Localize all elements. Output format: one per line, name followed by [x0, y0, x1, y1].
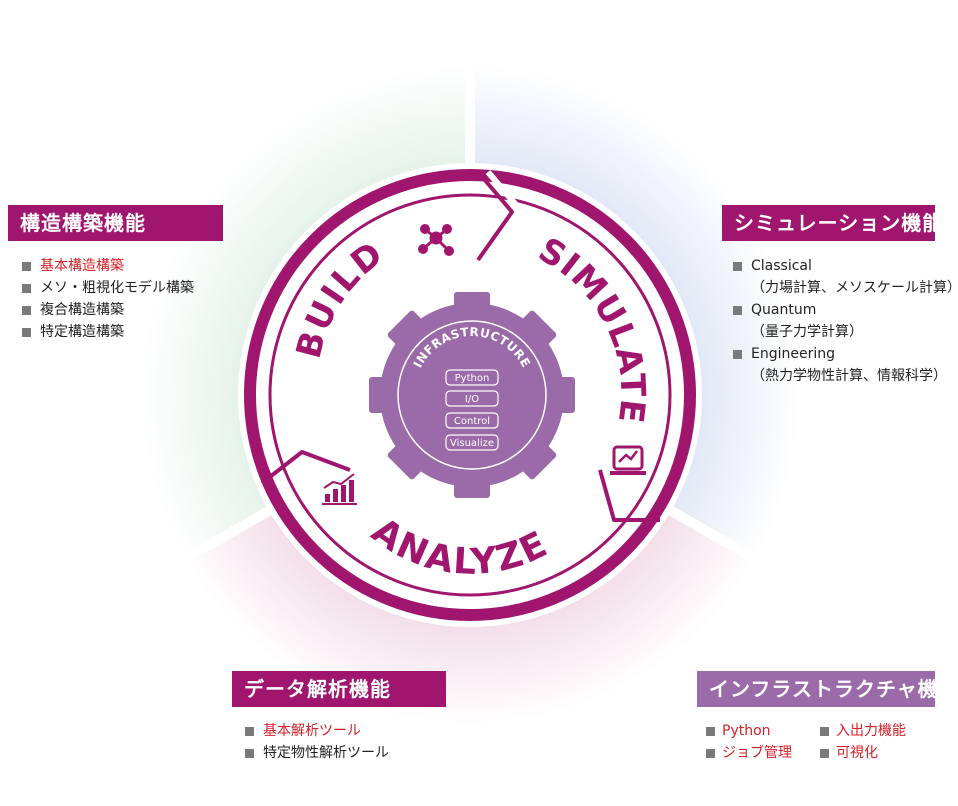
- list-item: 可視化: [820, 742, 878, 764]
- list-item-desc: （熱力学物性計算、情報科学）: [751, 368, 947, 384]
- list-item-desc: （量子力学計算）: [751, 324, 863, 340]
- gear-item-python: Python: [455, 373, 490, 384]
- list-item: 入出力機能: [820, 720, 906, 742]
- analysis-panel-title: データ解析機能: [232, 671, 446, 707]
- list-item: 複合構造構築: [22, 299, 194, 321]
- gear-item-io: I/O: [465, 394, 479, 405]
- gear-item-control: Control: [454, 416, 490, 427]
- list-item: ジョブ管理: [706, 742, 792, 764]
- list-item: Engineering: [733, 343, 958, 365]
- list-item-desc: （力場計算、メソスケール計算）: [751, 280, 958, 296]
- gear-item-visualize: Visualize: [450, 438, 494, 449]
- infra-panel-title: インフラストラクチャ機能: [697, 671, 958, 707]
- list-item: 特定物性解析ツール: [245, 742, 389, 764]
- list-item: Quantum: [733, 299, 958, 321]
- bar-chart-icon: [322, 473, 357, 505]
- list-item: 特定構造構築: [22, 321, 194, 343]
- list-item: Python: [706, 720, 771, 742]
- analysis-panel-list: 基本解析ツール 特定物性解析ツール: [245, 720, 389, 764]
- infra-panel-list: Python 入出力機能 ジョブ管理 可視化: [706, 720, 946, 770]
- list-item: 基本構造構築: [22, 255, 194, 277]
- simulation-panel-list: Classical （力場計算、メソスケール計算） Quantum （量子力学計…: [733, 255, 958, 387]
- simulation-panel-title: シミュレーション機能: [722, 205, 942, 241]
- build-panel-list: 基本構造構築 メソ・粗視化モデル構築 複合構造構築 特定構造構築: [22, 255, 194, 343]
- list-item: メソ・粗視化モデル構築: [22, 277, 194, 299]
- build-panel-title: 構造構築機能: [8, 205, 223, 241]
- list-item: 基本解析ツール: [245, 720, 389, 742]
- network-icon: [418, 224, 454, 256]
- list-item: Classical: [733, 255, 958, 277]
- monitor-chart-icon: [610, 445, 646, 475]
- infrastructure-gear: [369, 292, 575, 498]
